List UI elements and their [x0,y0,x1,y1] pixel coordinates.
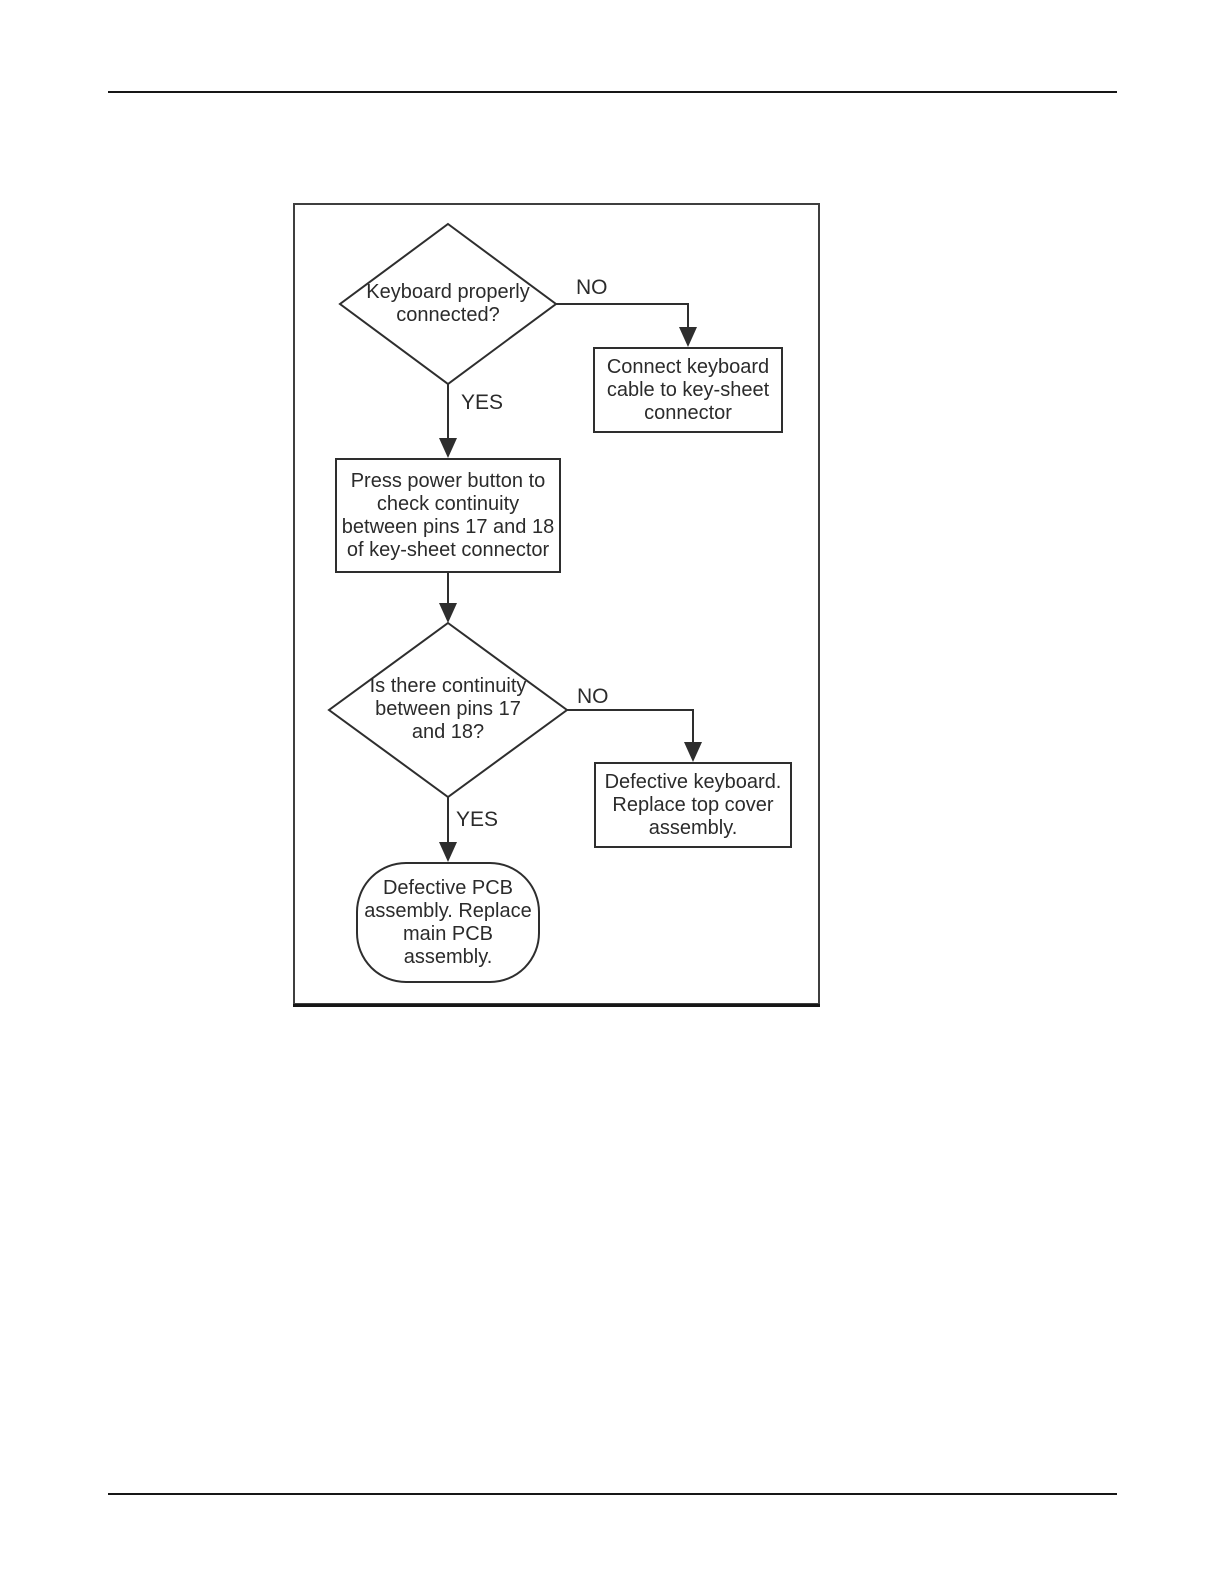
decision2-line1: Is there continuity [369,675,527,697]
edge-decision2-no [567,709,694,744]
arrowhead-decision1-no [679,327,697,347]
press-power-button-box: Press power button to check continuity b… [335,458,561,573]
decision2-line3: and 18? [411,721,485,743]
decision2-line2: between pins 17 [375,698,521,720]
defective-keyboard-line2: Replace top cover [612,793,774,816]
arrowhead-decision2-no [684,742,702,762]
defective-pcb-line3: main PCB [402,922,494,945]
defective-pcb-terminal: Defective PCB assembly. Replace main PCB… [356,862,540,983]
bottom-horizontal-rule [108,1493,1117,1495]
arrowhead-decision1-yes [439,438,457,458]
decision1-line2: connected? [396,304,500,326]
decision2-yes-label: YES [456,808,499,831]
defective-pcb-line2: assembly. Replace [364,899,532,922]
top-horizontal-rule [108,91,1117,93]
decision1-yes-label: YES [461,391,504,414]
arrowhead-decision2-yes [439,842,457,862]
defective-keyboard-box: Defective keyboard. Replace top cover as… [594,762,792,848]
defective-pcb-line1: Defective PCB [382,876,514,899]
decision2-label: Is there continuity between pins 17 and … [338,675,558,744]
press-box-line4: of key-sheet connector [346,538,550,561]
connect-box-line2: cable to key-sheet [606,378,770,401]
decision1-line1: Keyboard properly [366,281,530,303]
decision2-no-label: NO [577,685,609,708]
connect-box-line3: connector [644,401,732,424]
flowchart-figure: Keyboard properly connected? NO YES Conn… [293,203,820,1007]
press-box-line3: between pins 17 and 18 [341,515,555,538]
press-box-line1: Press power button to [350,469,546,492]
decision1-no-label: NO [576,276,608,299]
press-box-line2: check continuity [376,492,520,515]
connect-keyboard-box: Connect keyboard cable to key-sheet conn… [593,347,783,433]
flowchart-shapes [293,203,820,1007]
defective-keyboard-line1: Defective keyboard. [604,770,782,793]
edge-decision1-no [556,303,689,329]
defective-pcb-line4: assembly. [403,945,493,968]
arrowhead-press-to-decision2 [439,603,457,623]
connect-box-line1: Connect keyboard [606,355,770,378]
decision1-label: Keyboard properly connected? [348,281,548,327]
defective-keyboard-line3: assembly. [648,816,738,839]
